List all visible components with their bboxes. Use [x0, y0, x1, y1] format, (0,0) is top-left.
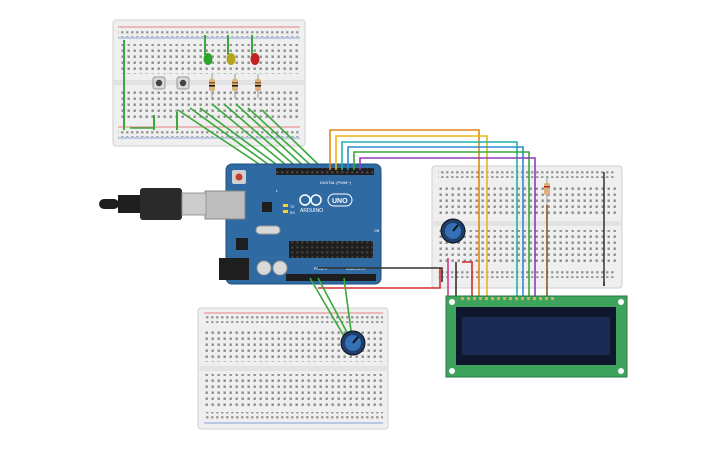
- on-label: ON: [374, 229, 380, 233]
- arduino-uno-board[interactable]: [204, 163, 382, 285]
- led-yellow[interactable]: [226, 35, 236, 65]
- l-label: L: [276, 189, 278, 193]
- analog-label: ANALOG IN: [346, 267, 366, 271]
- lcd-pin[interactable]: [551, 297, 554, 300]
- resistor-lcd-backlight[interactable]: [544, 178, 550, 205]
- lcd-pin[interactable]: [491, 297, 494, 300]
- wires-power[interactable]: [318, 258, 605, 296]
- power-label: POWER: [314, 267, 328, 271]
- wires-lcd-data[interactable]: [329, 129, 548, 296]
- rx-label: RX: [290, 211, 296, 215]
- digital-header-label: DIGITAL (PWM~): [320, 180, 352, 185]
- lcd-16x2-module[interactable]: [445, 295, 628, 378]
- lcd-pin[interactable]: [467, 297, 470, 300]
- usb-cable[interactable]: [99, 188, 207, 220]
- led-green[interactable]: [203, 35, 213, 65]
- push-button-1[interactable]: [152, 76, 166, 90]
- lcd-pin[interactable]: [509, 297, 512, 300]
- lcd-pin[interactable]: [485, 297, 488, 300]
- lcd-pin[interactable]: [527, 297, 530, 300]
- resistor-led-yellow[interactable]: [232, 74, 238, 98]
- lcd-pin[interactable]: [515, 297, 518, 300]
- breadboard-bottom[interactable]: [197, 307, 389, 430]
- lcd-pin[interactable]: [497, 297, 500, 300]
- led-red[interactable]: [250, 35, 260, 65]
- lcd-pin[interactable]: [539, 297, 542, 300]
- push-button-2[interactable]: [176, 76, 190, 90]
- resistor-led-red[interactable]: [255, 74, 261, 98]
- lcd-pin[interactable]: [461, 297, 464, 300]
- potentiometer-input[interactable]: [340, 330, 366, 356]
- lcd-pin[interactable]: [533, 297, 536, 300]
- lcd-pin[interactable]: [473, 297, 476, 300]
- tx-label: TX: [290, 205, 295, 209]
- lcd-pin[interactable]: [503, 297, 506, 300]
- lcd-pin[interactable]: [545, 297, 548, 300]
- wires-green-digital[interactable]: [130, 103, 325, 171]
- potentiometer-contrast[interactable]: [440, 218, 466, 244]
- arduino-brand-label: ARDUINO: [300, 208, 323, 214]
- arduino-logo: [299, 194, 322, 206]
- wires-bottom-pot[interactable]: [309, 277, 353, 339]
- lcd-pin[interactable]: [479, 297, 482, 300]
- lcd-pin[interactable]: [521, 297, 524, 300]
- resistor-led-green[interactable]: [209, 74, 215, 98]
- arduino-model-label: UNO: [332, 198, 348, 205]
- lcd-pin-header: [461, 297, 554, 300]
